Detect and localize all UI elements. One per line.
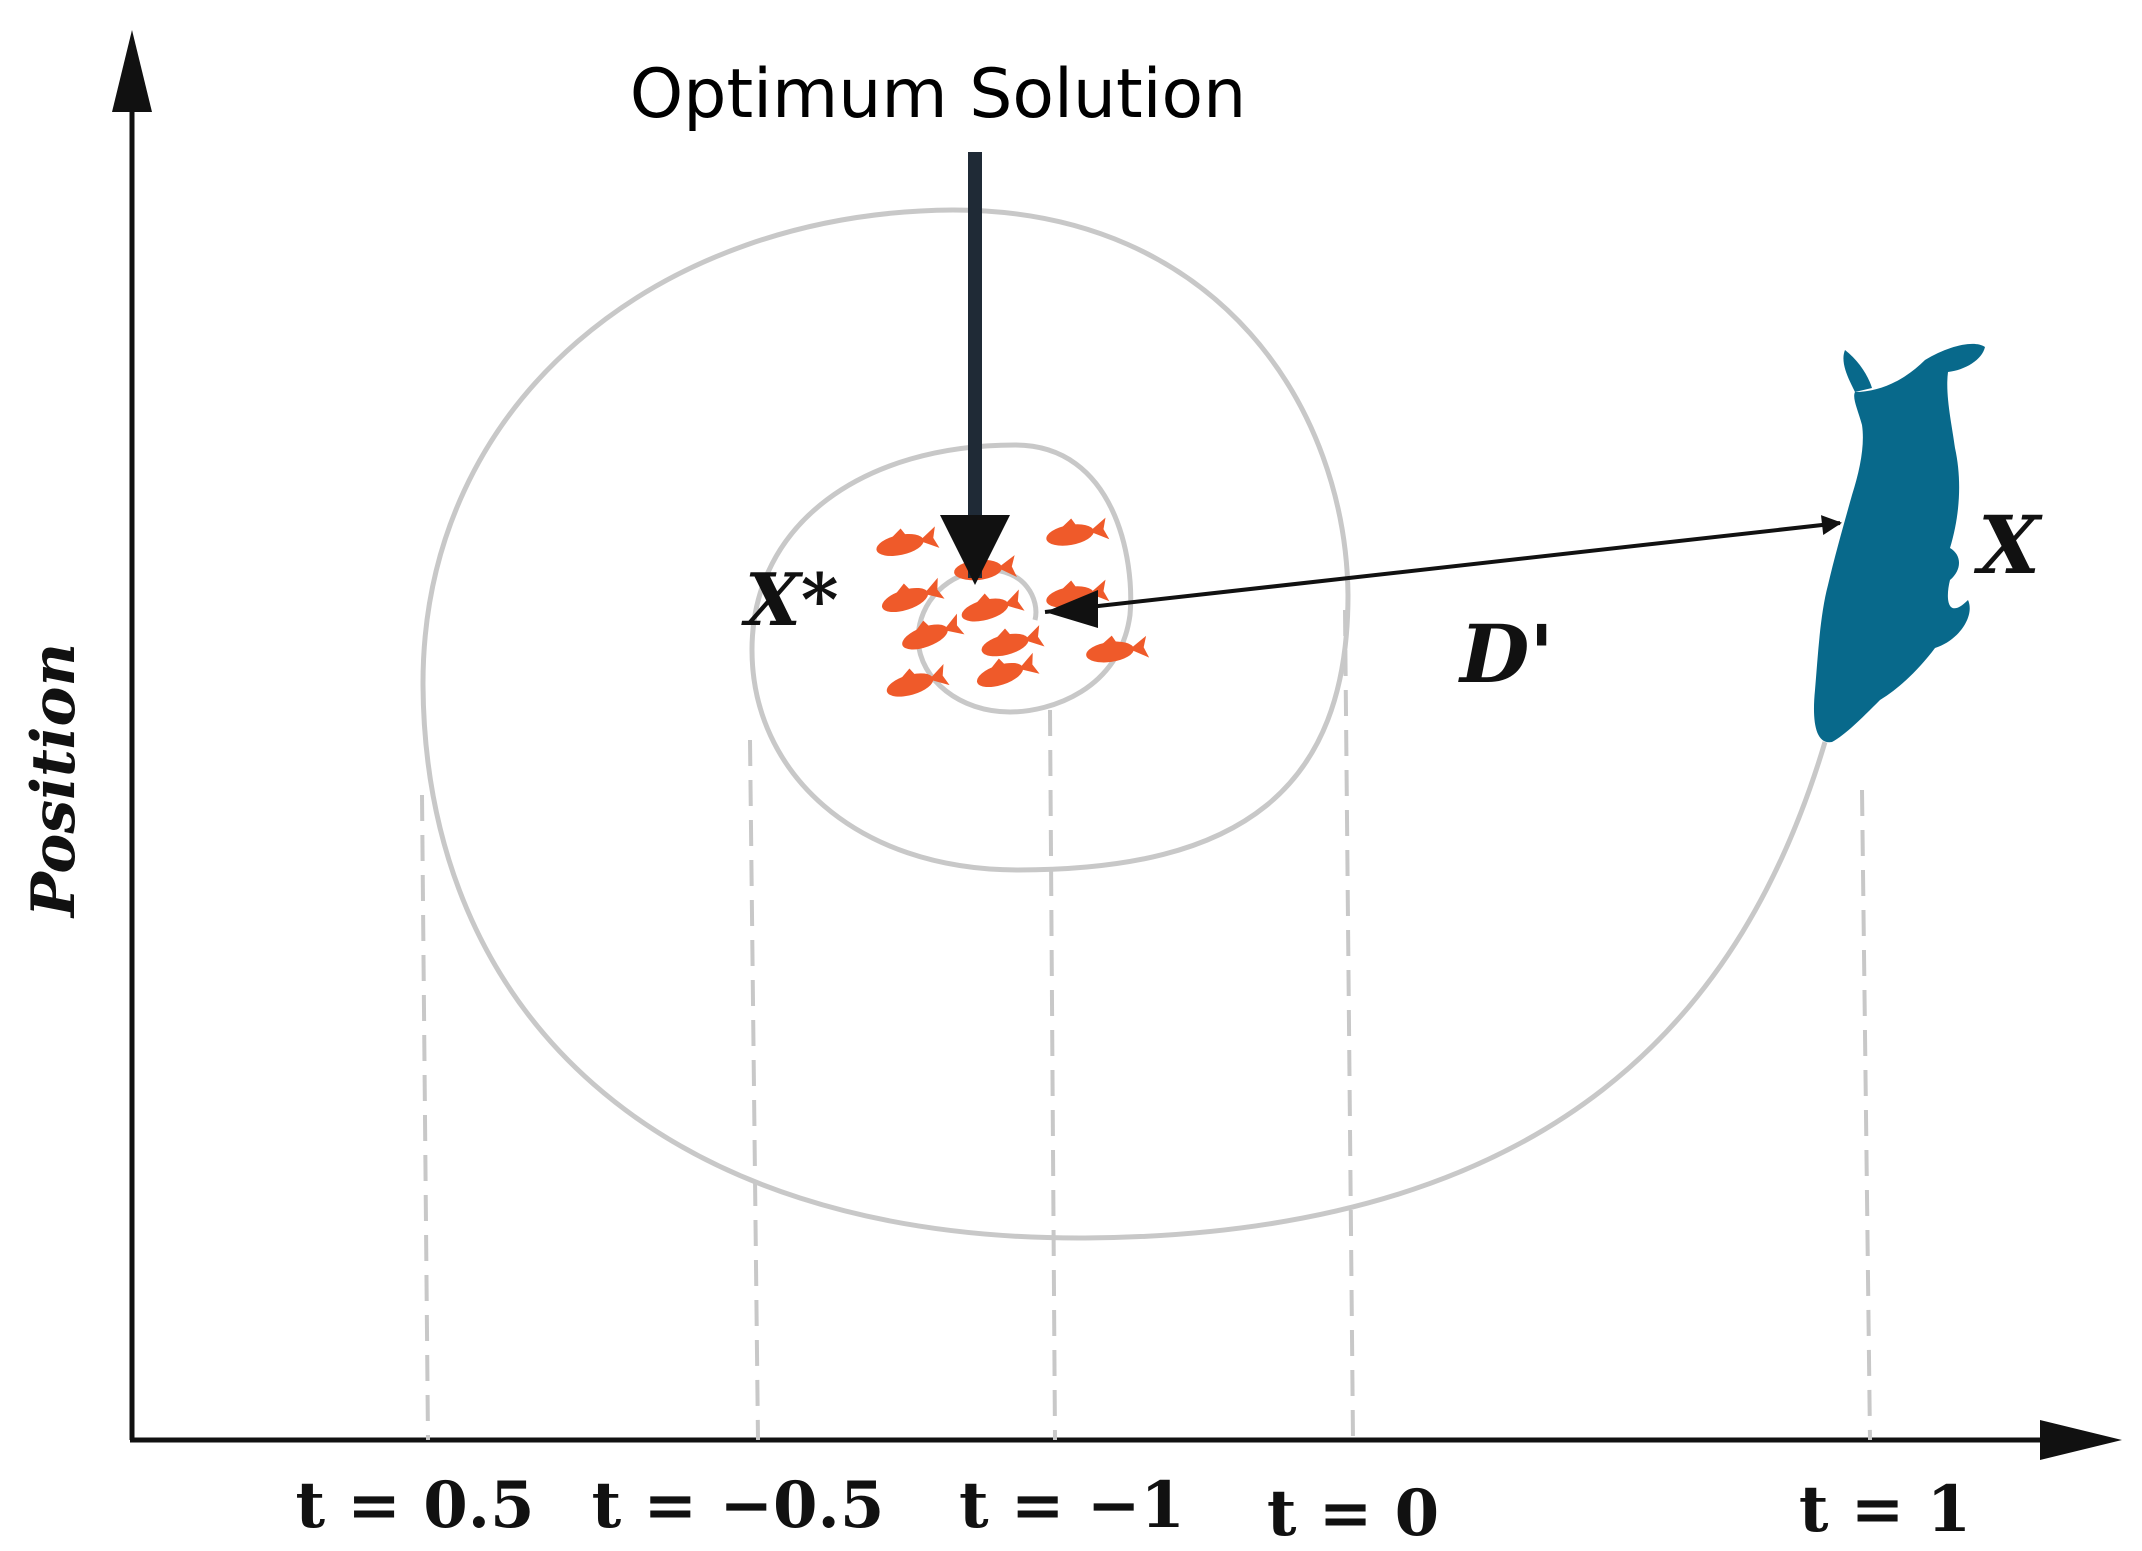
- tick-label: t = −0.5: [592, 1468, 885, 1543]
- fish-school-icon: [873, 512, 1150, 703]
- tick-label: t = −1: [959, 1468, 1185, 1543]
- distance-arrow-tail: [1045, 590, 1098, 628]
- arrows: [940, 152, 1842, 628]
- spiral-path: [420, 207, 1828, 1241]
- distance-label: D': [1458, 607, 1554, 701]
- tick-label: t = 0: [1267, 1476, 1439, 1551]
- guide-t-0.5: [420, 794, 430, 1441]
- prey-label: X*: [741, 557, 839, 642]
- distance-arrow: [1044, 515, 1842, 614]
- x-axis-arrowhead: [2040, 1420, 2122, 1460]
- whale-label: X: [1973, 498, 2043, 592]
- tick-label: t = 0.5: [295, 1468, 534, 1543]
- tick-label: t = 1: [1799, 1472, 1971, 1547]
- guide-t-0: [1343, 609, 1355, 1441]
- y-axis-arrowhead: [112, 30, 152, 112]
- tick-labels: t = 0.5 t = −0.5 t = −1 t = 0 t = 1: [295, 1468, 1971, 1551]
- time-guides: [420, 609, 1872, 1441]
- guide-t-neg-0.5: [748, 739, 760, 1441]
- axes: [112, 30, 2122, 1460]
- whale-icon: [1813, 343, 1985, 743]
- guide-t-1: [1860, 789, 1872, 1441]
- title-label: Optimum Solution: [630, 55, 1246, 134]
- guide-t-neg-1: [1048, 709, 1057, 1441]
- y-axis-label: Position: [19, 643, 89, 919]
